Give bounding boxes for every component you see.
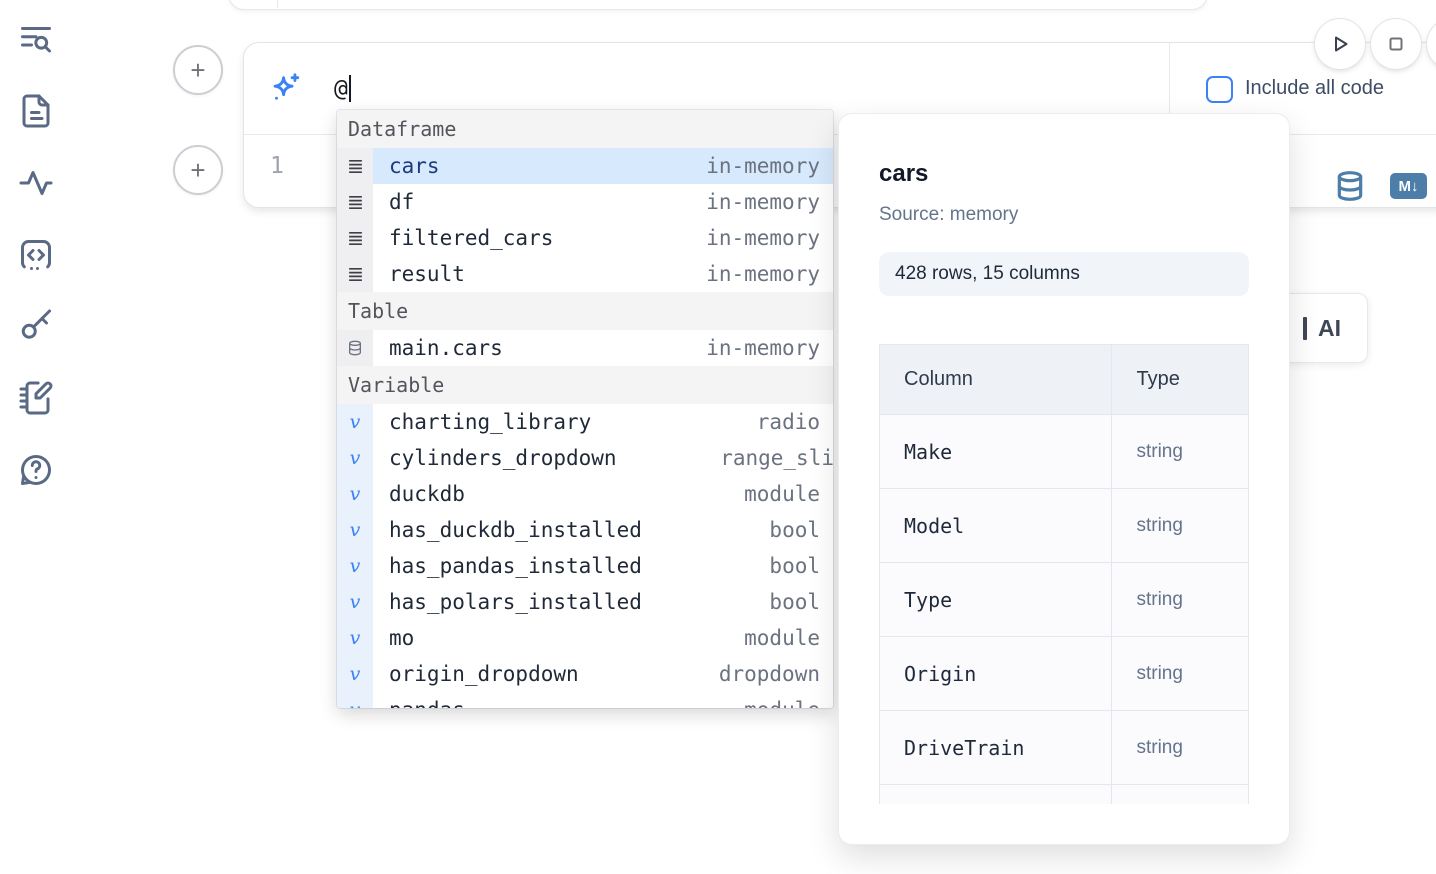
table-row: Origin string [879, 636, 1249, 711]
variable-icon: v [337, 620, 373, 656]
prompt-value: @ [334, 75, 348, 102]
stop-icon [1389, 37, 1403, 51]
table-row: DriveTrain string [879, 710, 1249, 785]
code-snippets-icon[interactable] [18, 237, 54, 273]
variable-icon: v [337, 584, 373, 620]
database-icon[interactable] [1334, 170, 1366, 202]
variable-icon: v [337, 548, 373, 584]
table-row: Type string [879, 562, 1249, 637]
file-text-icon[interactable] [18, 93, 54, 129]
markdown-icon[interactable]: M↓ [1390, 173, 1427, 199]
key-icon[interactable] [18, 308, 54, 344]
add-cell-below-button[interactable]: + [173, 145, 223, 195]
table-row: Make string [879, 414, 1249, 489]
database-icon [337, 330, 373, 366]
previous-cell-gutter-line [277, 0, 278, 8]
sidebar [0, 0, 72, 874]
text-caret [348, 75, 351, 102]
schema-header-row: Column Type [879, 344, 1249, 415]
variable-icon: v [337, 476, 373, 512]
rows-icon [337, 220, 373, 256]
editor-cell-tools: M↓ [1334, 170, 1427, 202]
text-search-icon[interactable] [18, 21, 54, 57]
rows-icon [337, 184, 373, 220]
completion-item-partial[interactable]: v pandasmodule [337, 692, 833, 708]
include-all-code-label: Include all code [1245, 77, 1384, 99]
variable-icon: v [337, 692, 373, 708]
variable-icon: v [337, 440, 373, 476]
variable-icon: v [337, 656, 373, 692]
more-actions-button[interactable] [1427, 19, 1436, 69]
schema-header-column: Column [879, 344, 1113, 415]
variable-icon: v [337, 404, 373, 440]
clipped-letter [1303, 316, 1307, 340]
schema-header-type: Type [1111, 344, 1249, 415]
rows-icon [337, 256, 373, 292]
preview-shape-badge: 428 rows, 15 columns [879, 252, 1249, 296]
variable-icon: v [337, 512, 373, 548]
previous-cell-edge [228, 0, 1208, 10]
line-number: 1 [270, 153, 284, 179]
schema-table-wrapper: Column Type Make string Model string Typ… [879, 344, 1249, 804]
run-cell-button[interactable] [1315, 19, 1365, 69]
table-row-partial [879, 784, 1249, 804]
notebook-pen-icon[interactable] [18, 380, 54, 416]
dataframe-preview-card: cars Source: memory 428 rows, 15 columns… [838, 113, 1290, 845]
preview-title: cars [879, 160, 929, 187]
section-header-dataframe: Dataframe [337, 110, 833, 148]
section-header-variable: Variable [337, 366, 833, 404]
stop-button[interactable] [1371, 19, 1421, 69]
ai-button-label: AI [1318, 314, 1341, 341]
help-chat-icon[interactable] [18, 452, 54, 488]
table-row: Model string [879, 488, 1249, 563]
rows-icon [337, 148, 373, 184]
include-all-code-checkbox[interactable] [1206, 76, 1233, 103]
section-header-table: Table [337, 292, 833, 330]
add-cell-above-button[interactable]: + [173, 45, 223, 95]
activity-icon[interactable] [18, 165, 54, 201]
schema-table: Column Type Make string Model string Typ… [879, 344, 1249, 804]
preview-source: Source: memory [879, 204, 1019, 225]
sparkles-icon [273, 72, 300, 100]
prompt-divider [1169, 43, 1170, 135]
ai-prompt-input[interactable]: @ [334, 75, 351, 102]
play-icon [1335, 36, 1348, 52]
